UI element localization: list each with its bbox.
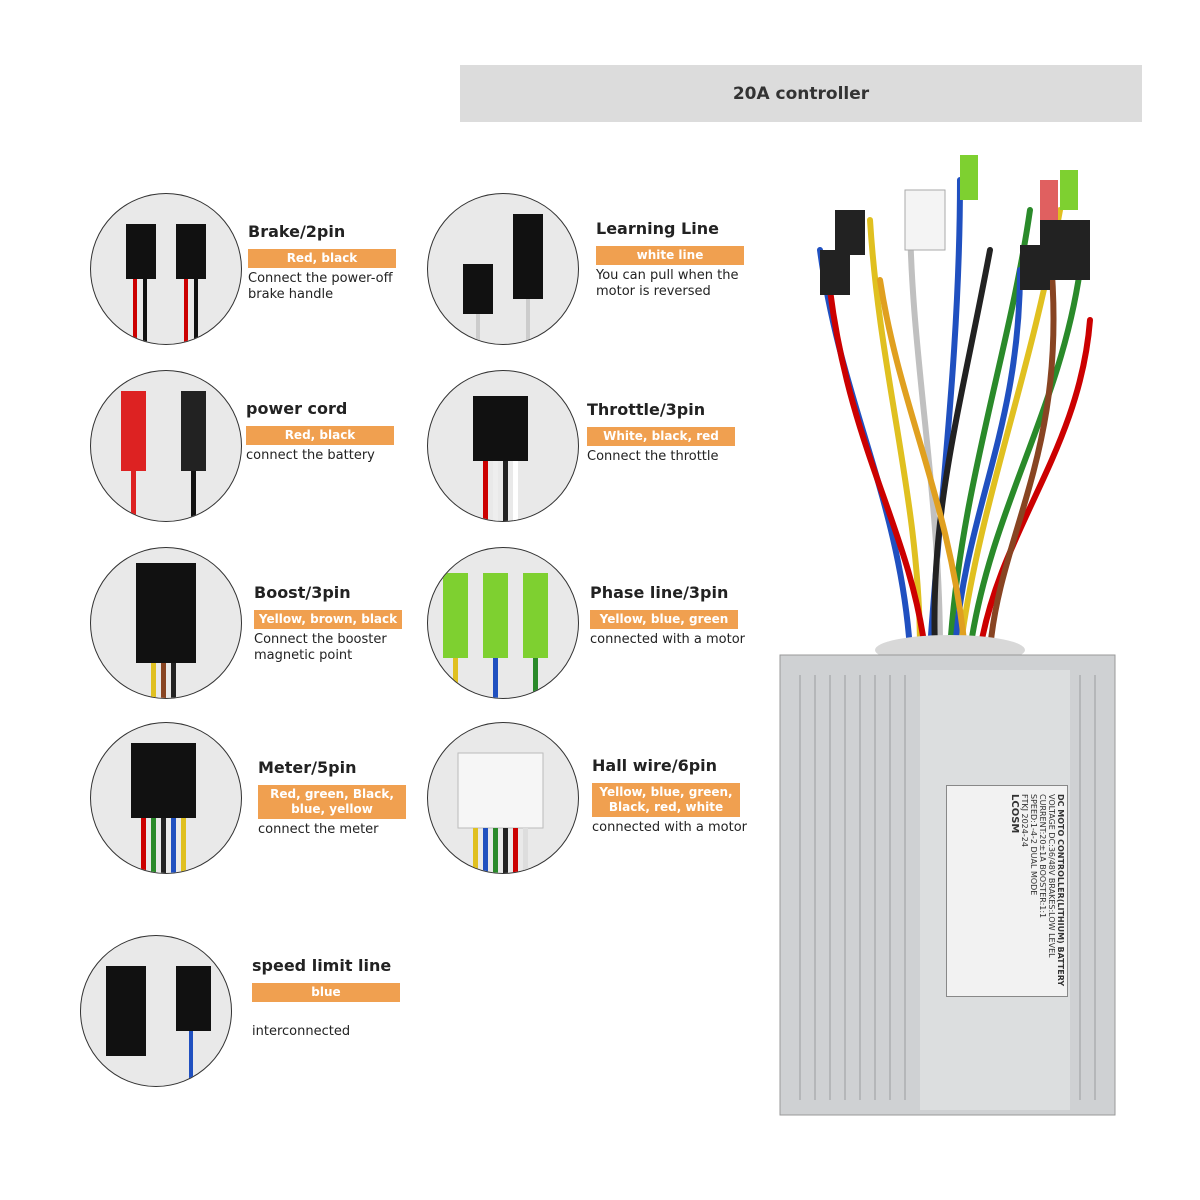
meter-connector-image: [90, 722, 242, 874]
item-desc: Connect the throttle: [587, 449, 719, 464]
color-tag: White, black, red: [587, 427, 735, 446]
color-tag: Yellow, brown, black: [254, 610, 402, 629]
item-desc: connect the meter: [258, 822, 379, 837]
item-title: Learning Line: [596, 219, 719, 238]
controller-image: [779, 155, 1116, 1116]
controller-spec-label: DC MOTO CONTROLLER(LITHIUM) BATTERY VOLT…: [946, 785, 1068, 997]
item-desc: connected with a motor: [590, 632, 746, 647]
label-line2: VOLTAGE DC:36/48V BRAKES:LOW LEVEL: [1047, 794, 1056, 958]
learning-line-image: [427, 193, 579, 345]
item-desc: connect the battery: [246, 448, 375, 463]
item-desc: You can pull when the motor is reversed: [596, 268, 739, 299]
color-tag: Yellow, blue, green, Black, red, white: [592, 783, 740, 817]
color-tag: white line: [596, 246, 744, 265]
speed-limit-line-image: [80, 935, 232, 1087]
color-tag: Red, black: [248, 249, 396, 268]
item-desc: interconnected: [252, 1024, 351, 1039]
item-title: power cord: [246, 399, 348, 418]
label-brand: LCOSM: [1009, 794, 1020, 834]
color-tag: Red, black: [246, 426, 394, 445]
item-title: Brake/2pin: [248, 222, 346, 241]
brake-connector-image: [90, 193, 242, 345]
item-desc: connected with a motor: [592, 820, 748, 835]
item-title: Throttle/3pin: [587, 400, 706, 419]
boost-connector-image: [90, 547, 242, 699]
color-tag: Red, green, Black, blue, yellow: [258, 785, 406, 819]
label-line4: SPEED:1-4-2 DUAL MODE: [1029, 794, 1038, 896]
banner-title: 20A controller: [732, 83, 870, 104]
item-desc: Connect the power-off brake handle: [248, 271, 393, 302]
label-line3: CURRENT:20±1A BOOSTER:1:1: [1038, 794, 1047, 919]
phase-line-image: [427, 547, 579, 699]
label-line5: FTKJ 2024-24: [1020, 794, 1029, 847]
hall-wire-image: [427, 722, 579, 874]
color-tag: blue: [252, 983, 400, 1002]
throttle-connector-image: [427, 370, 579, 522]
item-title: Boost/3pin: [254, 583, 351, 602]
item-desc: Connect the booster magnetic point: [254, 632, 387, 663]
label-line1: DC MOTO CONTROLLER(LITHIUM) BATTERY: [1056, 794, 1065, 987]
item-title: Meter/5pin: [258, 758, 357, 777]
item-title: Phase line/3pin: [590, 583, 729, 602]
banner: 20A controller: [460, 65, 1142, 122]
item-title: Hall wire/6pin: [592, 756, 718, 775]
speed-limit-item: speed limit line blue interconnected: [252, 956, 432, 1040]
power-cord-image: [90, 370, 242, 522]
color-tag: Yellow, blue, green: [590, 610, 738, 629]
item-title: speed limit line: [252, 956, 392, 975]
